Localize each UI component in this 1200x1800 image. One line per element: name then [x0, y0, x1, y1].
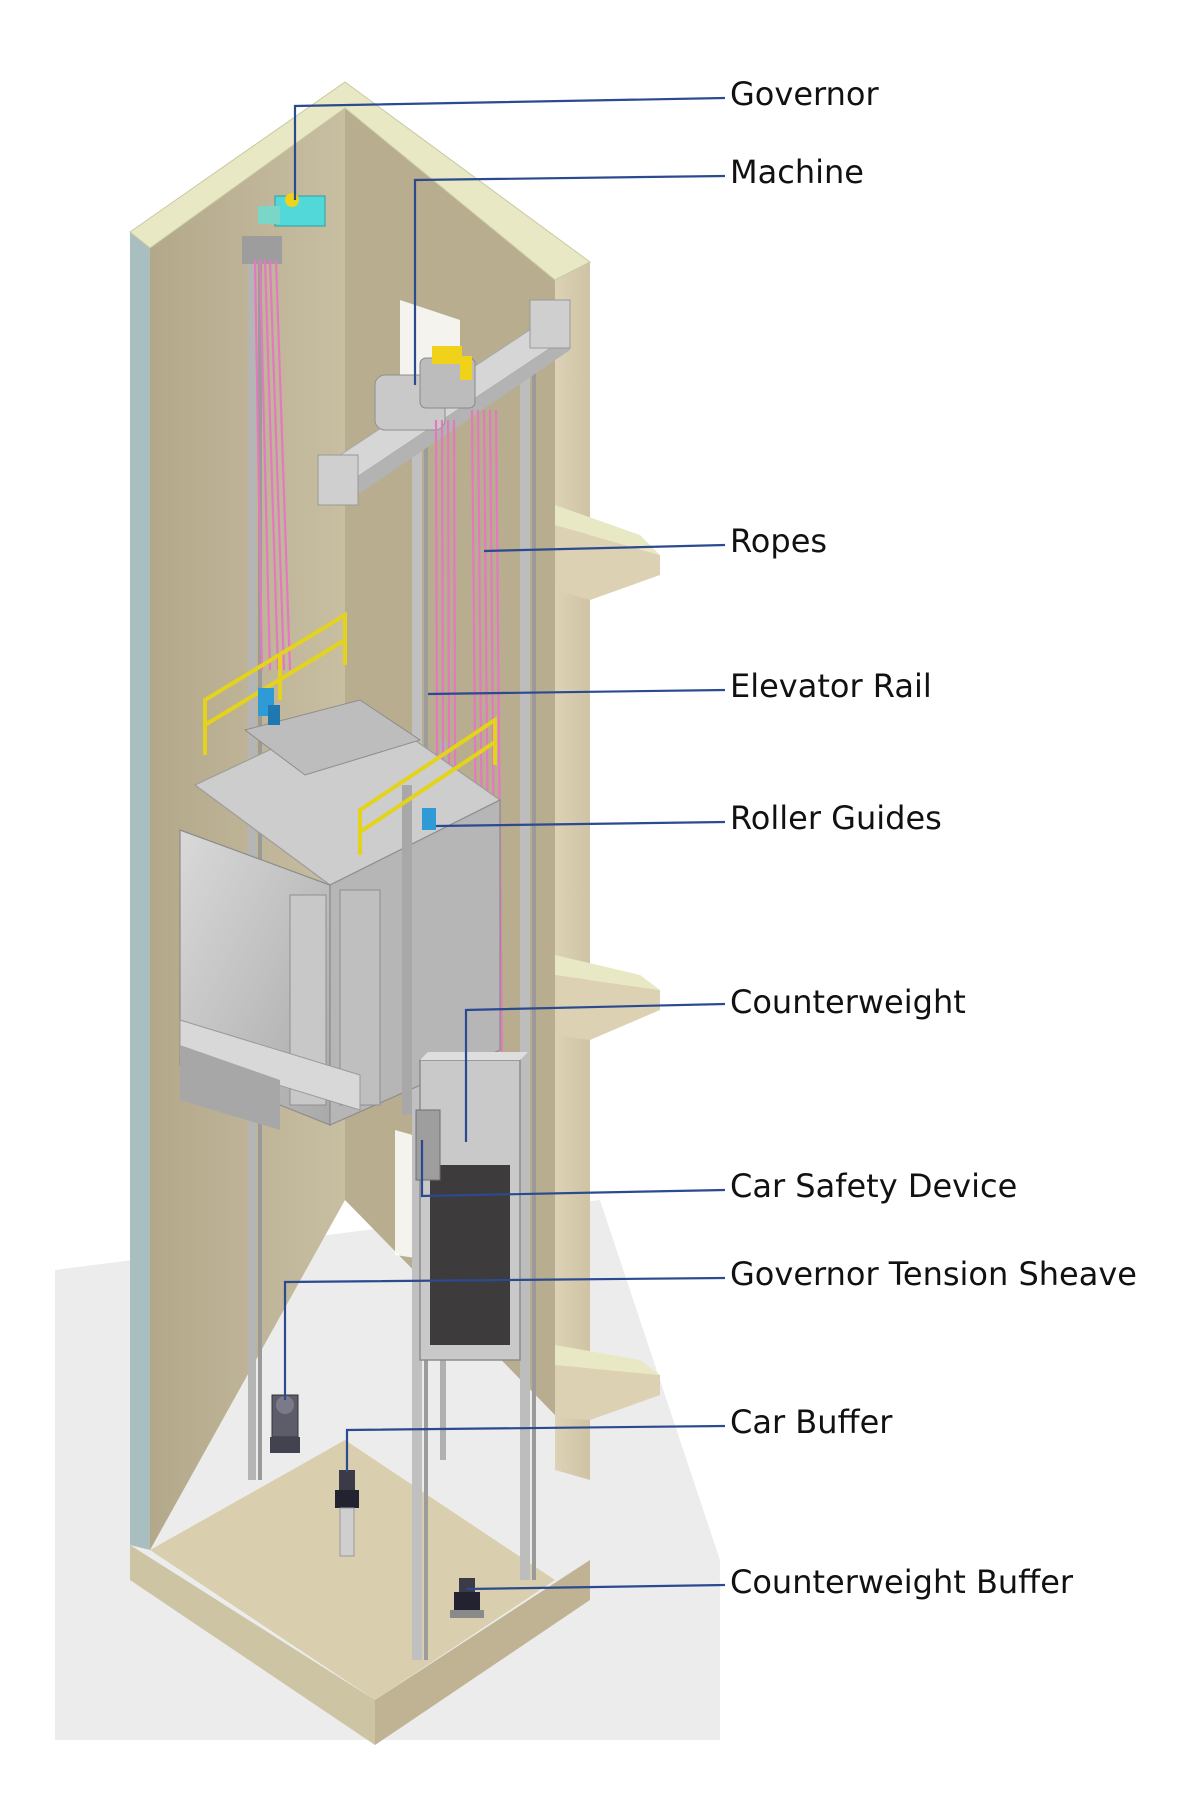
governor-body — [274, 195, 326, 227]
governor-rope — [253, 259, 264, 671]
elevator-car — [179, 699, 502, 1130]
safety-railings — [203, 611, 497, 855]
machine-assembly — [317, 299, 571, 506]
floor-slab-1-top — [555, 505, 660, 555]
car-platform-skirt — [180, 1045, 280, 1130]
pit-floor-right — [375, 1560, 590, 1745]
label-machine: Machine — [730, 153, 864, 191]
roller-guide-upper-left-2 — [268, 705, 280, 725]
counterweight-panel — [430, 1165, 510, 1345]
governor-rope — [258, 259, 272, 671]
leader-machine — [413, 174, 726, 385]
cw-rope — [494, 409, 504, 1071]
car-sling-upright — [402, 785, 412, 1115]
counterweight-frame-top — [420, 1052, 528, 1060]
leader-car-safety-device — [420, 1140, 726, 1198]
rail-cw-right-2 — [532, 360, 536, 1580]
label-car-buffer: Car Buffer — [730, 1403, 893, 1441]
car-door-panel — [339, 889, 381, 1106]
cw-buffer-body — [454, 1592, 480, 1610]
car-buffer-head — [339, 1470, 355, 1490]
counterweight-assembly — [415, 1052, 528, 1361]
floor-slab-2-top — [555, 955, 660, 990]
governor-rope — [263, 259, 280, 671]
label-counterweight-buffer: Counterweight Buffer — [730, 1563, 1074, 1601]
governor-wheel — [285, 193, 299, 207]
leader-counterweight-buffer — [466, 1583, 726, 1591]
governor-tension-sheave-assembly — [270, 1394, 300, 1453]
pit-floor — [150, 1440, 555, 1700]
machine-brake — [432, 346, 462, 364]
machine-brake-2 — [460, 356, 472, 380]
car-buffer-body — [335, 1490, 359, 1508]
leader-ropes — [483, 543, 726, 553]
leader-lines — [283, 96, 726, 1591]
label-roller-guides: Roller Guides — [730, 799, 942, 837]
shaft-top-cap — [129, 81, 591, 281]
leader-governor-tension-sheave — [283, 1276, 726, 1400]
leader-car-buffer — [345, 1424, 726, 1472]
beam-end-left — [317, 454, 359, 506]
machine-beam-underside — [345, 335, 570, 500]
floor-slab-3-top — [555, 1345, 660, 1375]
shaft-right-wall — [555, 238, 590, 1480]
car-buffer-assembly — [335, 1470, 359, 1557]
roller-guide-car — [422, 808, 436, 830]
label-ropes: Ropes — [730, 522, 828, 560]
shaft-left-wall — [130, 224, 150, 1550]
leader-roller-guides — [435, 820, 726, 828]
car-safety-block — [415, 1109, 441, 1181]
governor-rope — [274, 259, 292, 671]
label-governor: Governor — [730, 75, 879, 113]
pit-floor-front — [130, 1545, 375, 1745]
label-elevator-rail: Elevator Rail — [730, 667, 932, 705]
label-counterweight: Counterweight — [730, 983, 966, 1021]
floor-slab-3 — [555, 1365, 660, 1420]
car-platform — [179, 1019, 361, 1111]
car-buffer-pedestal — [339, 1507, 355, 1557]
leader-elevator-rail — [427, 688, 726, 696]
car-crosshead — [243, 699, 422, 776]
tension-sheave-wheel — [276, 1396, 294, 1414]
cw-buffer-base — [450, 1610, 484, 1618]
label-governor-tension-sheave: Governor Tension Sheave — [730, 1255, 1137, 1293]
governor-rope — [268, 259, 286, 671]
rail-cw-right — [520, 360, 530, 1580]
tension-sheave-weight — [270, 1437, 300, 1453]
leader-governor — [293, 96, 726, 200]
floor-slab-1 — [555, 525, 660, 600]
leader-counterweight — [464, 1002, 726, 1142]
label-car-safety-device: Car Safety Device — [730, 1167, 1018, 1205]
beam-end-right — [529, 299, 571, 349]
railing-left-mid — [203, 638, 347, 727]
roller-guides-group — [258, 688, 436, 830]
governor-base — [258, 206, 280, 224]
railing-right-mid — [358, 740, 497, 834]
governor-assembly — [242, 193, 326, 264]
governor-clamps — [242, 236, 282, 264]
